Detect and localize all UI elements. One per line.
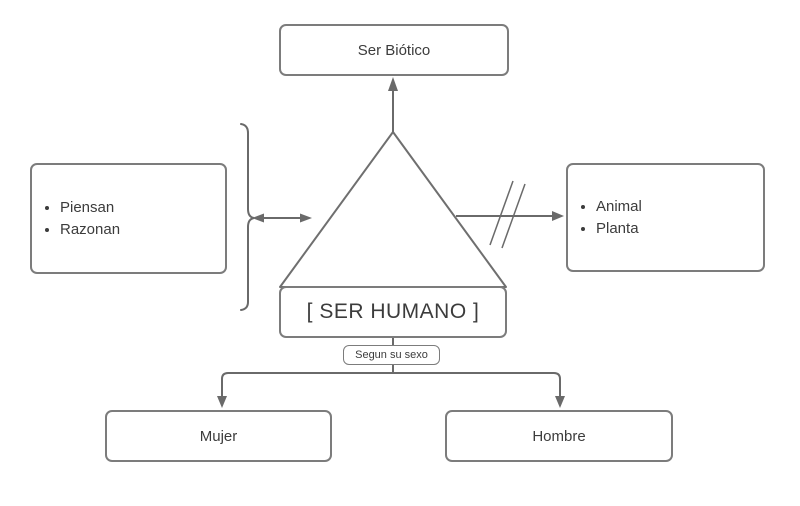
list-item: Planta xyxy=(596,218,642,240)
arrowhead-left-icon xyxy=(252,213,264,223)
node-ser-humano-label: [ SER HUMANO ] xyxy=(306,300,480,323)
connector-triangle-to-other-beings xyxy=(456,180,564,249)
arrowhead-right-icon xyxy=(300,213,312,223)
triangle-shape xyxy=(279,131,507,288)
node-ser-biotico-label: Ser Biótico xyxy=(357,41,431,59)
node-other-beings: Animal Planta xyxy=(566,163,765,272)
break-slash-icon xyxy=(489,180,514,246)
list-item: Razonan xyxy=(60,219,120,241)
node-traits: Piensan Razonan xyxy=(30,163,227,274)
node-ser-humano: [ SER HUMANO ] xyxy=(279,286,507,338)
node-hombre-label: Hombre xyxy=(532,427,586,445)
traits-list: Piensan Razonan xyxy=(32,197,120,241)
arrowhead-down-icon xyxy=(217,396,227,408)
node-ser-biotico: Ser Biótico xyxy=(279,24,509,76)
node-mujer: Mujer xyxy=(105,410,332,462)
other-beings-list: Animal Planta xyxy=(568,196,642,240)
connector-humano-to-biotico xyxy=(388,77,398,132)
curly-brace xyxy=(240,123,255,311)
node-segun-sexo-label: Segun su sexo xyxy=(343,345,440,365)
node-hombre: Hombre xyxy=(445,410,673,462)
arrowhead-up-icon xyxy=(388,77,398,91)
connector-branch-left xyxy=(221,372,393,398)
break-slash-icon xyxy=(501,183,526,249)
segun-sexo-text: Segun su sexo xyxy=(355,349,428,361)
double-arrow-traits-triangle xyxy=(252,213,312,223)
arrowhead-down-icon xyxy=(555,396,565,408)
list-item: Piensan xyxy=(60,197,120,219)
list-item: Animal xyxy=(596,196,642,218)
node-mujer-label: Mujer xyxy=(199,427,238,445)
connector-branch-right xyxy=(393,372,561,398)
arrowhead-right-icon xyxy=(552,211,564,221)
